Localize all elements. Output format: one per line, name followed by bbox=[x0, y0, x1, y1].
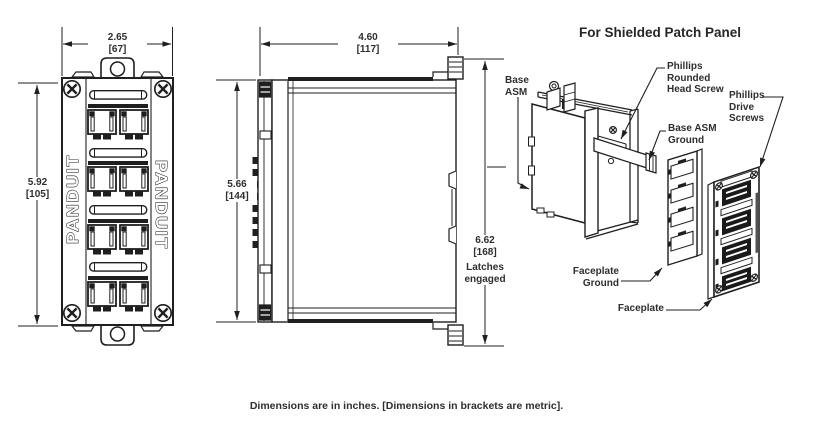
label-slot-2 bbox=[88, 147, 148, 158]
callout-faceplate-ground: Faceplate Ground bbox=[572, 266, 619, 289]
side-height-dimension: 5.66 [144] bbox=[217, 179, 257, 202]
front-height-inches: 5.92 bbox=[27, 177, 48, 188]
side-width-metric: [117] bbox=[356, 43, 380, 55]
rj45-jack bbox=[119, 109, 149, 140]
front-height-metric: [105] bbox=[25, 188, 50, 200]
front-height-dimension-lines bbox=[18, 82, 58, 327]
front-width-dimension: 2.65 [67] bbox=[88, 32, 147, 55]
callout-faceplate: Faceplate bbox=[617, 303, 664, 314]
panduit-logo-right: PANDUIT bbox=[152, 160, 169, 250]
side-width-inches: 4.60 bbox=[358, 32, 378, 43]
latches-dimension: 6.62 [168] Latches engaged bbox=[460, 235, 510, 285]
front-screw-top-right bbox=[153, 79, 173, 99]
callout-leader-lines bbox=[517, 67, 784, 311]
exploded-view-title: For Shielded Patch Panel bbox=[578, 25, 742, 40]
front-panel-outline bbox=[61, 77, 174, 326]
front-top-mounting-tab bbox=[70, 57, 165, 78]
rj45-jack bbox=[119, 166, 149, 197]
front-height-dimension: 5.92 [105] bbox=[17, 177, 58, 200]
front-screw-top-left bbox=[62, 79, 82, 99]
rj45-jack bbox=[87, 109, 117, 140]
side-body bbox=[271, 56, 464, 346]
label-slot-3 bbox=[88, 204, 148, 215]
phillips-rounded-head-screw-drawing bbox=[608, 125, 618, 134]
faceplate-ground-drawing bbox=[667, 148, 703, 266]
callout-base-asm-ground: Base ASM Ground bbox=[668, 123, 717, 146]
side-height-inches: 5.66 bbox=[227, 179, 247, 190]
front-screw-bottom-right bbox=[153, 303, 173, 323]
jack-row-shadow-bands bbox=[88, 104, 148, 280]
side-din-notch bbox=[448, 170, 457, 245]
callout-phillips-rounded-head-screw: Phillips Rounded Head Screw bbox=[667, 61, 724, 95]
side-jack-latch-teeth bbox=[252, 157, 258, 248]
latches-note: Latches engaged bbox=[464, 262, 506, 285]
rj45-jack bbox=[119, 281, 149, 312]
side-faceplate-edge bbox=[252, 79, 273, 323]
dimensions-footnote: Dimensions are in inches. [Dimensions in… bbox=[249, 400, 564, 412]
callout-phillips-drive-screws: Phillips Drive Screws bbox=[729, 90, 765, 124]
front-screw-bottom-left bbox=[62, 303, 82, 323]
rj45-jack bbox=[119, 224, 149, 255]
label-slot-1 bbox=[88, 89, 148, 100]
base-asm-ground-strap bbox=[593, 137, 657, 174]
front-width-inches: 2.65 bbox=[107, 32, 128, 43]
front-width-metric: [67] bbox=[108, 43, 127, 55]
exploded-view-drawing bbox=[517, 67, 784, 311]
base-asm-drawing bbox=[528, 80, 657, 240]
rj45-jack bbox=[87, 166, 117, 197]
faceplate-drawing bbox=[707, 165, 760, 300]
latches-dimension-lines bbox=[464, 58, 506, 347]
side-width-dimension: 4.60 [117] bbox=[338, 32, 398, 55]
base-asm-top-bracket bbox=[546, 80, 576, 113]
side-height-metric: [144] bbox=[225, 190, 249, 202]
label-slot-4 bbox=[88, 262, 148, 272]
callout-base-asm: Base ASM bbox=[505, 75, 529, 98]
panduit-logo-left: PANDUIT bbox=[65, 154, 82, 244]
rj45-jack bbox=[87, 224, 117, 255]
latches-metric: [168] bbox=[473, 246, 497, 258]
side-view-drawing bbox=[216, 27, 506, 347]
front-view-drawing: PANDUIT PANDUIT bbox=[18, 27, 174, 346]
latches-inches: 6.62 bbox=[475, 235, 495, 246]
rj45-jack bbox=[87, 281, 117, 312]
front-bottom-mounting-tab bbox=[70, 325, 165, 346]
